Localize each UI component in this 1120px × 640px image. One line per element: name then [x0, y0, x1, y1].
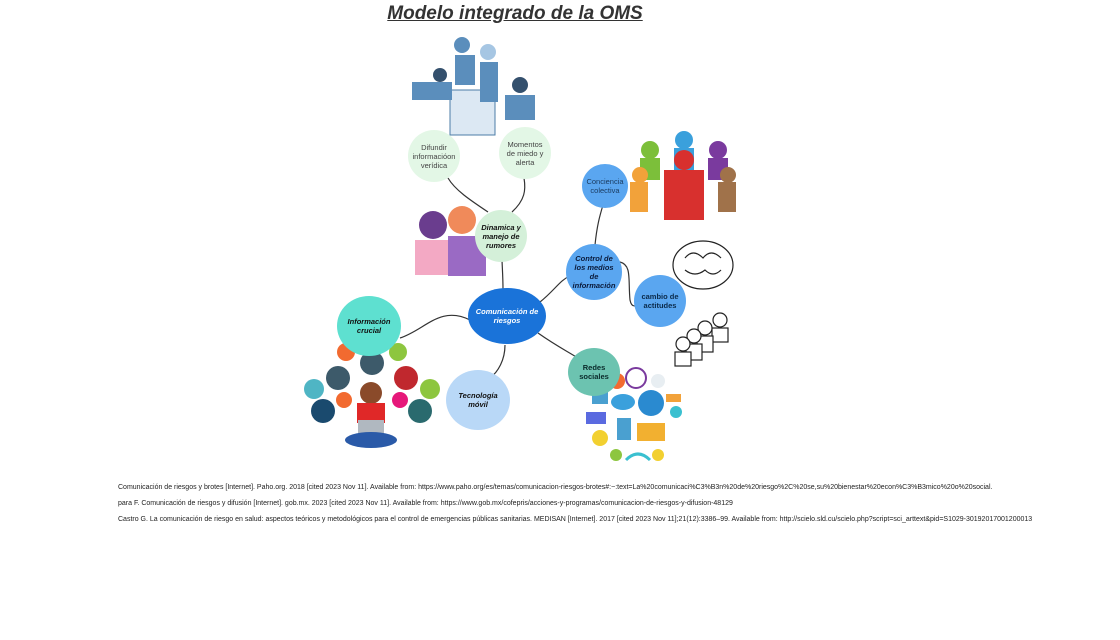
node-label: Difundir informacióon verídica [412, 142, 456, 170]
references: Comunicación de riesgos y brotes [Intern… [118, 484, 1032, 532]
reference-item: para F. Comunicación de riesgos y difusi… [118, 500, 733, 507]
node-label: cambio de actitudes [641, 292, 679, 310]
central-label: Comunicación de riesgos [475, 307, 539, 325]
social-media-illustration [304, 343, 440, 448]
brain-people-illustration [672, 240, 734, 367]
page-title: Modelo integrado de la OMS [387, 3, 643, 24]
node-cambio: cambio de actitudes [634, 275, 686, 327]
node-dinamica: Dinamica y manejo de rumores [475, 210, 527, 262]
reference-item: Comunicación de riesgos y brotes [Intern… [118, 484, 993, 491]
node-momentos: Momentos de miedo y alerta [499, 127, 551, 179]
node-difundir: Difundir informacióon verídica [408, 130, 460, 182]
reference-item: Castro G. La comunicación de riesgo en s… [118, 516, 1033, 523]
node-informacion: Información crucial [337, 296, 401, 356]
node-control: Control de los medios de información [566, 244, 622, 300]
team-illustration [412, 37, 535, 136]
node-conciencia: Conciencia colectiva [582, 164, 628, 208]
node-label: Tecnología móvil [458, 391, 498, 409]
node-label: Información crucial [347, 317, 391, 335]
node-label: Dinamica y manejo de rumores [481, 222, 521, 250]
node-label: Redes sociales [579, 363, 609, 381]
node-central: Comunicación de riesgos [468, 288, 546, 344]
node-tecnologia: Tecnología móvil [446, 370, 510, 430]
rumor-illustration [415, 206, 486, 276]
node-redes: Redes sociales [568, 348, 620, 396]
node-label: Control de los medios de información [572, 254, 616, 290]
people-circle-illustration [630, 131, 736, 220]
node-label: Conciencia colectiva [586, 177, 624, 195]
node-label: Momentos de miedo y alerta [506, 139, 544, 167]
